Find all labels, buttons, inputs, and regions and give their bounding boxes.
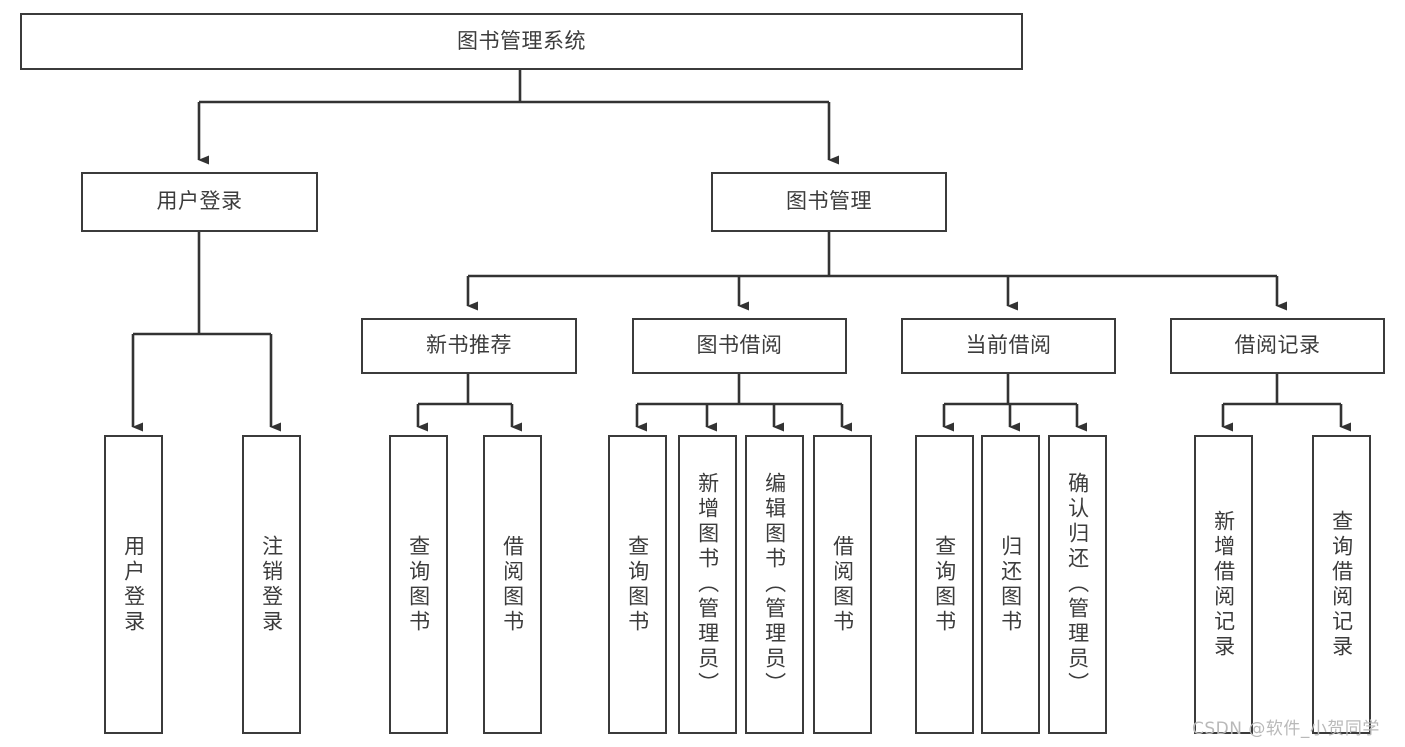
node-user-login-label: 用户登录 [156,189,243,214]
node-current-borrow[interactable]: 当前借阅 [901,318,1116,374]
node-root-label: 图书管理系统 [457,28,586,53]
node-new-book-recommend-label: 新书推荐 [426,333,512,358]
node-book-borrow[interactable]: 图书借阅 [632,318,847,374]
leaf-new-book-query-label: 查询图书 [406,534,431,635]
leaf-new-book-query[interactable]: 查询图书 [389,435,448,734]
leaf-record-query[interactable]: 查询借阅记录 [1312,435,1371,734]
leaf-current-query-book[interactable]: 查询图书 [915,435,974,734]
leaf-borrow-add-book-label: 新增图书（管理员） [695,472,720,697]
node-current-borrow-label: 当前借阅 [965,333,1052,358]
leaf-current-return-book[interactable]: 归还图书 [981,435,1040,734]
leaf-record-add[interactable]: 新增借阅记录 [1194,435,1253,734]
node-new-book-recommend[interactable]: 新书推荐 [361,318,577,374]
node-book-management[interactable]: 图书管理 [711,172,947,232]
leaf-borrow-query-book-label: 查询图书 [625,534,650,635]
leaf-new-book-borrow[interactable]: 借阅图书 [483,435,542,734]
leaf-current-confirm-return-label: 确认归还（管理员） [1065,472,1090,697]
leaf-current-confirm-return[interactable]: 确认归还（管理员） [1048,435,1107,734]
leaf-current-return-book-label: 归还图书 [998,534,1023,635]
node-book-borrow-label: 图书借阅 [696,333,783,358]
leaf-user-login-signin-label: 用户登录 [121,534,146,635]
leaf-borrow-borrow-book[interactable]: 借阅图书 [813,435,872,734]
node-book-management-label: 图书管理 [786,189,872,214]
node-user-login[interactable]: 用户登录 [81,172,318,232]
leaf-borrow-query-book[interactable]: 查询图书 [608,435,667,734]
leaf-user-login-signin[interactable]: 用户登录 [104,435,163,734]
leaf-borrow-edit-book[interactable]: 编辑图书（管理员） [745,435,804,734]
leaf-user-login-signout-label: 注销登录 [259,534,284,635]
leaf-new-book-borrow-label: 借阅图书 [500,534,525,635]
node-root[interactable]: 图书管理系统 [20,13,1023,70]
leaf-record-add-label: 新增借阅记录 [1211,509,1236,660]
leaf-current-query-book-label: 查询图书 [932,534,957,635]
leaf-borrow-borrow-book-label: 借阅图书 [830,534,855,635]
leaf-borrow-edit-book-label: 编辑图书（管理员） [762,472,787,697]
leaf-borrow-add-book[interactable]: 新增图书（管理员） [678,435,737,734]
leaf-user-login-signout[interactable]: 注销登录 [242,435,301,734]
csdn-watermark: CSDN @软件_小贺同学 [1192,719,1380,739]
node-borrow-record-label: 借阅记录 [1234,333,1321,358]
node-borrow-record[interactable]: 借阅记录 [1170,318,1385,374]
leaf-record-query-label: 查询借阅记录 [1329,509,1354,660]
